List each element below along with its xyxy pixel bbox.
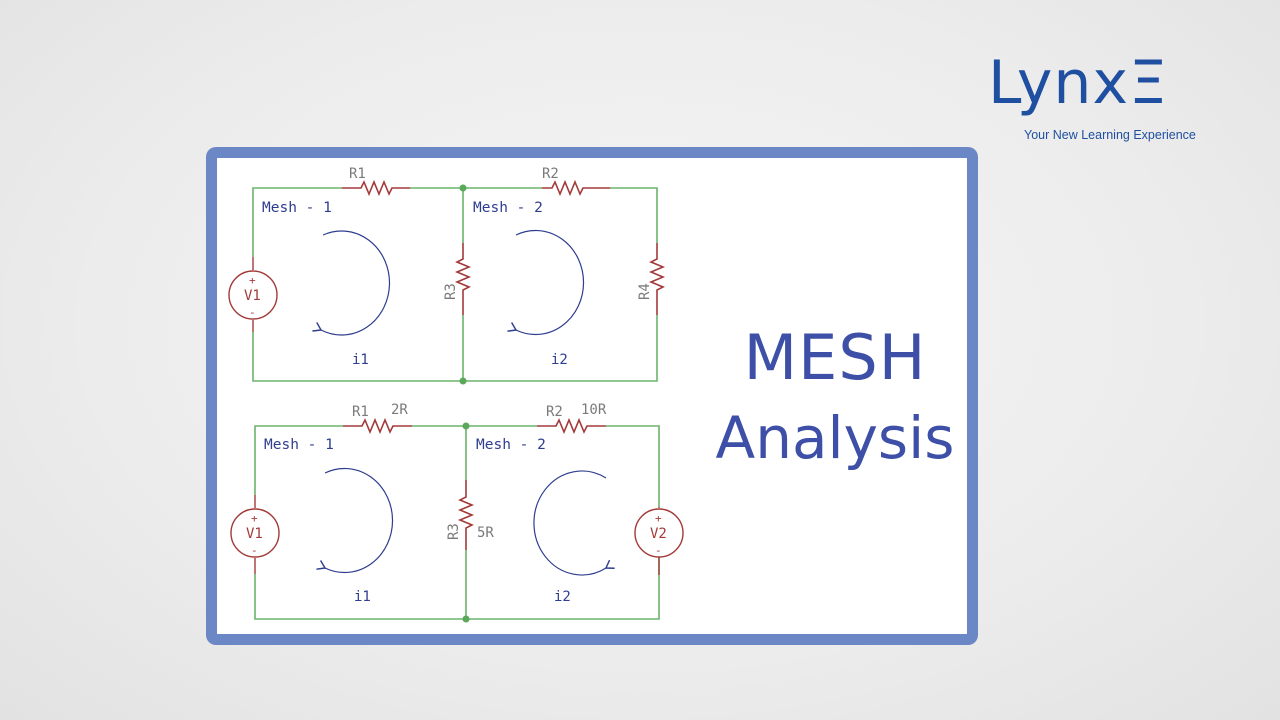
logo-wordmark: LynxΞ xyxy=(988,48,1168,118)
resistor-r3 xyxy=(457,480,475,550)
resistor-r3 xyxy=(454,243,472,315)
label-i2: i2 xyxy=(554,589,571,605)
label-v1: V1 xyxy=(246,526,263,542)
label-v1-minus: - xyxy=(251,544,258,557)
label-r2: R2 xyxy=(546,404,563,420)
wires xyxy=(252,187,658,382)
circuit-top: R1 R2 R3 R4 Mesh - 1 Mesh - 2 V1 + - i1 … xyxy=(228,166,666,385)
node-dot xyxy=(459,184,467,192)
label-i1: i1 xyxy=(352,352,369,368)
wires xyxy=(254,425,660,620)
logo-tagline: Your New Learning Experience xyxy=(1024,128,1196,142)
lynxe-logo: LynxΞ Your New Learning Experience xyxy=(988,48,1218,142)
node-dot xyxy=(462,422,470,430)
mesh-current-arrow-i1 xyxy=(316,467,394,574)
label-mesh-2: Mesh - 2 xyxy=(473,200,543,216)
label-plus: + xyxy=(249,274,256,287)
voltage-source-v1 xyxy=(228,257,278,332)
label-i1: i1 xyxy=(354,589,371,605)
mesh-current-arrow-i2 xyxy=(507,229,585,336)
node-dot xyxy=(462,615,470,623)
label-i2: i2 xyxy=(551,352,568,368)
label-r3-value: 5R xyxy=(477,525,494,541)
label-r3: R3 xyxy=(446,523,462,540)
circuit-bottom: R1 2R R2 10R R3 5R Mesh - 1 Mesh - 2 V1 … xyxy=(230,402,684,623)
resistor-r2 xyxy=(537,417,606,435)
title-mesh: MESH xyxy=(743,321,927,394)
label-r4: R4 xyxy=(637,283,653,300)
title-analysis: Analysis xyxy=(715,404,955,472)
label-v1: V1 xyxy=(244,288,261,304)
label-minus: - xyxy=(249,306,256,319)
label-mesh-2: Mesh - 2 xyxy=(476,437,546,453)
label-r3: R3 xyxy=(443,283,459,300)
mesh-current-arrow-i1 xyxy=(312,230,391,336)
label-r1: R1 xyxy=(352,404,369,420)
label-r2-value: 10R xyxy=(581,402,607,418)
resistor-r2 xyxy=(542,179,610,197)
node-dot xyxy=(459,377,467,385)
voltage-source-v2 xyxy=(634,507,684,575)
label-r2: R2 xyxy=(542,166,559,182)
label-v2: V2 xyxy=(650,526,667,542)
resistor-r4 xyxy=(648,243,666,315)
label-mesh-1: Mesh - 1 xyxy=(264,437,334,453)
resistor-r1 xyxy=(343,417,412,435)
label-v2-plus: + xyxy=(655,512,662,525)
page-title: MESH Analysis xyxy=(700,318,970,478)
label-mesh-1: Mesh - 1 xyxy=(262,200,332,216)
voltage-source-v1 xyxy=(230,495,280,574)
label-r1: R1 xyxy=(349,166,366,182)
label-v1-plus: + xyxy=(251,512,258,525)
resistor-r1 xyxy=(342,179,410,197)
diagram-frame xyxy=(206,147,978,645)
mesh-current-arrow-i2 xyxy=(533,470,615,576)
label-v2-minus: - xyxy=(655,544,662,557)
label-r1-value: 2R xyxy=(391,402,408,418)
